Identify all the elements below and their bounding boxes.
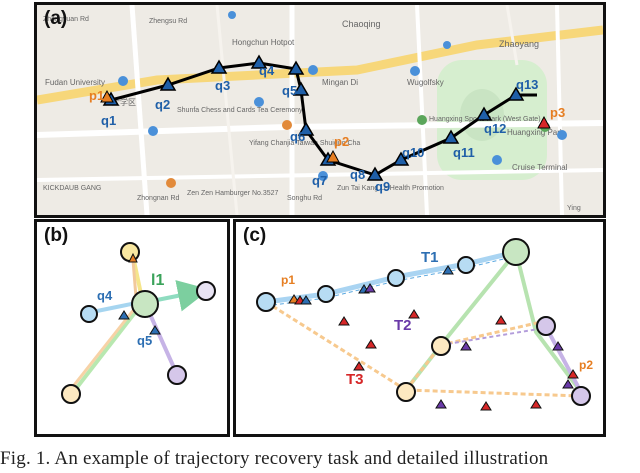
figure-caption: Fig. 1. An example of trajectory recover… [0, 448, 549, 469]
panel-a-map: Fudan University 大学区 Shunfa Chess and Ca… [34, 2, 606, 218]
trajectory-label-q3: q3 [215, 78, 230, 93]
map-label-shunfa: Shunfa Chess and Cards Tea Ceremony [177, 107, 303, 114]
svg-text:Huangxing Park: Huangxing Park [507, 128, 565, 137]
trajectory-label-q12: q12 [484, 121, 506, 136]
label-t3: T3 [346, 371, 364, 388]
trajectory-point-q11 [442, 129, 460, 144]
trajectory-label-q4: q4 [259, 63, 275, 78]
trajectory-point-q6 [292, 81, 310, 96]
trajectory-label-q7: q7 [312, 173, 327, 188]
svg-text:Wugolfsky: Wugolfsky [407, 78, 444, 87]
label-c-p2: p2 [579, 358, 593, 372]
trajectory-label-q1: q1 [101, 113, 116, 128]
label-c-p1: p1 [281, 273, 295, 287]
map-svg: Fudan University 大学区 Shunfa Chess and Ca… [37, 5, 603, 215]
query-points [100, 89, 551, 163]
trajectory-point-q5 [287, 60, 305, 75]
sample-points [288, 265, 579, 411]
panel-b-label: (b) [44, 225, 69, 246]
svg-text:Chaoqing: Chaoqing [342, 19, 381, 29]
label-t1: T1 [421, 249, 439, 266]
label-l1: l1 [151, 272, 164, 289]
label-t2: T2 [394, 317, 412, 334]
svg-text:Zhongnan Rd: Zhongnan Rd [137, 195, 180, 202]
panel-a-label: (a) [44, 8, 68, 29]
trajectory-label-q2: q2 [155, 97, 170, 112]
map-label-hongchun: Hongchun Hotpot [232, 38, 295, 47]
trajectory-point-q2 [159, 76, 177, 91]
label-q5: q5 [137, 333, 152, 348]
trajectory-point-q4 [250, 54, 268, 69]
trajectory-label-q6: q6 [290, 129, 305, 144]
panel-c-graph: T1 T2 T3 p1 p2 (c) [233, 219, 606, 437]
svg-text:Zhaoyang: Zhaoyang [499, 39, 539, 49]
panel-b-graph: l1 q4 q5 (b) [34, 219, 230, 437]
trajectory-label-q13: q13 [516, 77, 538, 92]
svg-text:Songhu Rd: Songhu Rd [287, 195, 322, 202]
svg-text:Zun Tai Kang Le Health Promoti: Zun Tai Kang Le Health Promotion [337, 185, 444, 192]
svg-text:大学区: 大学区 [112, 97, 136, 107]
panel-c-svg: T1 T2 T3 p1 p2 [256, 238, 593, 411]
label-q4: q4 [97, 288, 113, 303]
svg-text:KICKDAUB GANG: KICKDAUB GANG [43, 185, 101, 192]
trajectory-label-q10: q10 [402, 145, 424, 160]
svg-text:Zhongyuan Rd: Zhongyuan Rd [43, 16, 89, 23]
svg-text:Ying: Ying [567, 205, 581, 212]
trajectory-label-q9: q9 [375, 179, 390, 194]
panel-b-svg: l1 q4 q5 [61, 242, 216, 404]
svg-text:Mingan Di: Mingan Di [322, 78, 358, 87]
label-p2: p2 [334, 134, 349, 149]
map-pin-icons [118, 11, 567, 188]
trajectory-point-q13 [507, 86, 525, 101]
map-label-fudan: Fudan University [45, 78, 105, 87]
trajectory-label-q8: q8 [350, 167, 365, 182]
label-p1: p1 [89, 88, 104, 103]
trajectory-point-q3 [210, 59, 228, 74]
svg-text:Zhengsu Rd: Zhengsu Rd [149, 18, 187, 25]
trajectory-point-q10 [392, 151, 410, 166]
svg-text:Cruise Terminal: Cruise Terminal [512, 163, 568, 172]
trajectory-point-q9 [366, 166, 384, 181]
trajectory-label-q11: q11 [453, 145, 475, 160]
svg-text:Yifang Chanjia Taiwan Shuiguo: Yifang Chanjia Taiwan Shuiguo Cha [249, 140, 360, 147]
trajectory-label-q5: q5 [282, 83, 297, 98]
trajectory-point-q12 [475, 106, 493, 121]
label-p3: p3 [550, 105, 565, 120]
trajectory-point-q7 [297, 121, 315, 136]
svg-text:Zen Zen Hamburger No.3527: Zen Zen Hamburger No.3527 [187, 190, 279, 197]
panel-c-label: (c) [243, 225, 267, 246]
main-road [37, 25, 603, 105]
